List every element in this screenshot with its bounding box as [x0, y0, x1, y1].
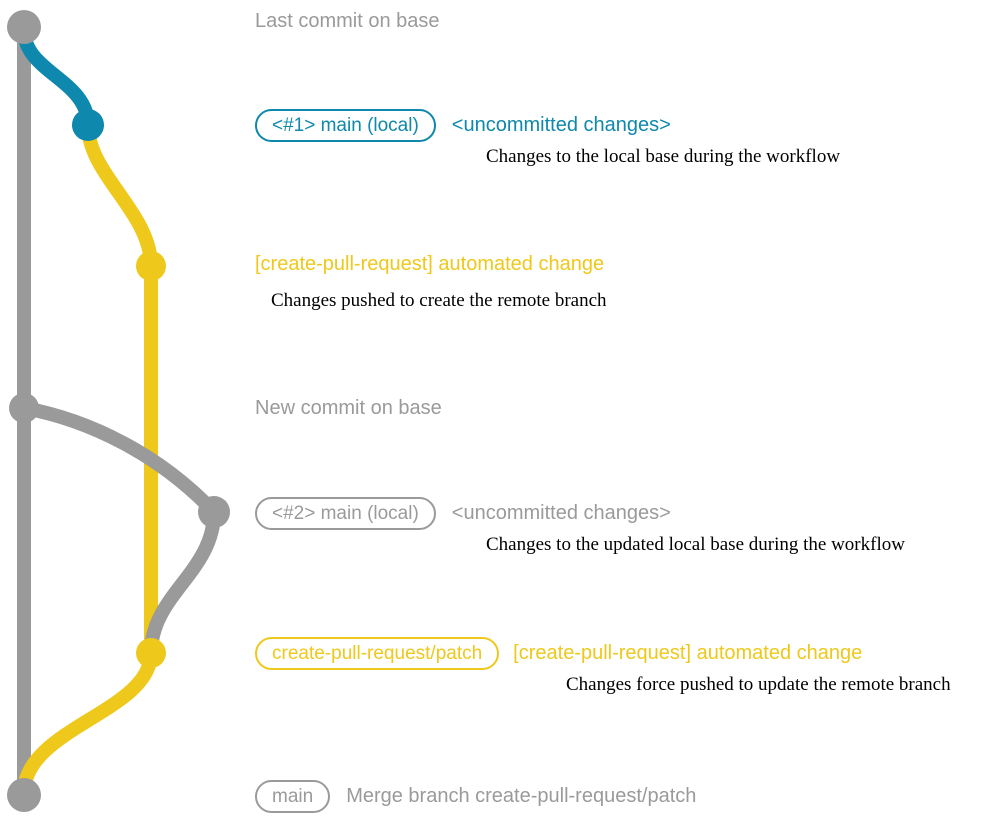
- edge-local2-to-patch2: [144, 505, 221, 660]
- edge-patch2-to-merge: [17, 646, 158, 800]
- node-local-1: [72, 109, 104, 141]
- entry-last-commit-on-base: Last commit on base: [255, 10, 440, 33]
- node-base-top: [7, 10, 41, 44]
- branch-pill-main[interactable]: main: [255, 780, 331, 813]
- entry-subtext-local-1: Changes to the local base during the wor…: [486, 146, 841, 167]
- edge-base-to-local2: [17, 401, 221, 519]
- branch-pill-patch[interactable]: create-pull-request/patch: [255, 637, 500, 670]
- node-base-merge: [7, 778, 41, 812]
- entry-headline: <uncommitted changes>: [451, 502, 671, 524]
- node-base-new: [9, 393, 39, 423]
- entry-merge: main Merge branch create-pull-request/pa…: [255, 780, 696, 813]
- node-patch-2: [136, 638, 166, 668]
- entry-headline: Last commit on base: [255, 10, 440, 32]
- branch-pill-local-2[interactable]: <#2> main (local): [255, 497, 436, 530]
- edge-base-to-local1: [17, 23, 95, 132]
- entry-automated-change-1: [create-pull-request] automated change: [255, 253, 604, 276]
- entry-subtext-local-2: Changes to the updated local base during…: [486, 534, 905, 555]
- edge-local1-to-patch1: [81, 118, 158, 273]
- entry-automated-change-2: create-pull-request/patch [create-pull-r…: [255, 637, 862, 670]
- entry-local-2: <#2> main (local) <uncommitted changes>: [255, 497, 671, 530]
- entry-local-1: <#1> main (local) <uncommitted changes>: [255, 109, 671, 142]
- node-patch-1: [136, 251, 166, 281]
- branch-pill-local-1[interactable]: <#1> main (local): [255, 109, 436, 142]
- entry-subtext-automated-change-2: Changes force pushed to update the remot…: [566, 674, 951, 695]
- node-local-2: [198, 496, 230, 528]
- entry-headline: <uncommitted changes>: [451, 114, 671, 136]
- entry-headline: Merge branch create-pull-request/patch: [346, 785, 697, 807]
- entry-headline: New commit on base: [255, 397, 442, 419]
- entry-new-commit-on-base: New commit on base: [255, 397, 442, 420]
- entry-headline: [create-pull-request] automated change: [513, 642, 863, 664]
- entry-subtext-automated-change-1: Changes pushed to create the remote bran…: [271, 290, 607, 311]
- entry-headline: [create-pull-request] automated change: [255, 253, 605, 275]
